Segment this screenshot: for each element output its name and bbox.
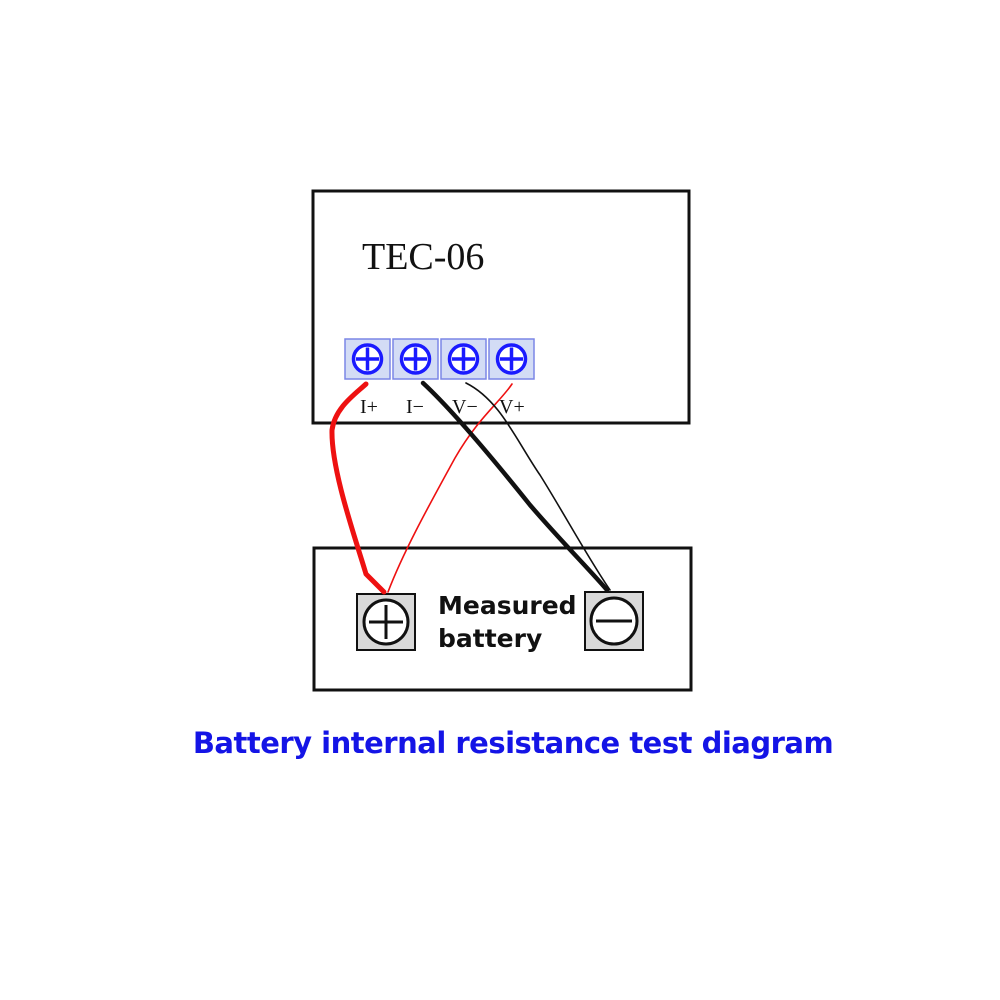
battery-label-line2: battery xyxy=(438,624,542,653)
terminal-v-plus[interactable] xyxy=(488,338,535,380)
tec06-device-box xyxy=(311,189,691,425)
terminal-label-v-minus: V− xyxy=(452,396,478,418)
terminal-i-plus[interactable] xyxy=(344,338,391,380)
battery-positive-terminal[interactable] xyxy=(356,593,416,651)
terminal-block xyxy=(344,338,535,380)
terminal-label-v-plus: V+ xyxy=(499,396,525,418)
battery-label-line1: Measured xyxy=(438,591,577,620)
wire-i-plus xyxy=(329,381,387,595)
terminal-v-minus[interactable] xyxy=(440,338,487,380)
battery-negative-terminal[interactable] xyxy=(584,591,644,651)
wires xyxy=(329,380,611,595)
terminal-label-i-plus: I+ xyxy=(360,396,378,418)
wire-v-plus xyxy=(387,383,513,593)
diagram-caption: Battery internal resistance test diagram xyxy=(192,726,834,760)
wire-v-minus xyxy=(465,382,611,591)
terminal-i-minus[interactable] xyxy=(392,338,439,380)
device-model-label: TEC-06 xyxy=(362,236,484,278)
terminal-label-i-minus: I− xyxy=(406,396,424,418)
wire-i-minus xyxy=(420,380,610,593)
